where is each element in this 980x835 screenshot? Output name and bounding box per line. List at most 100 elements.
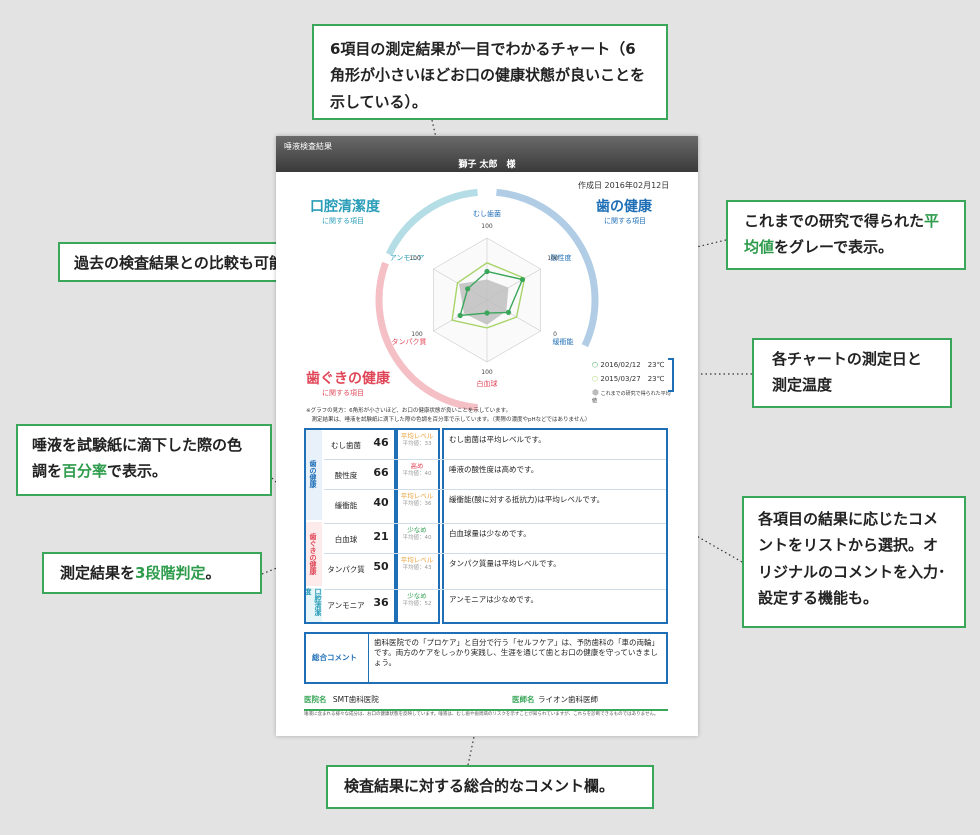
legend-date-2: 2015/03/27 23℃ [600, 375, 665, 383]
callout-percent-text: 唾液を試験紙に滴下した際の色調を [32, 436, 243, 481]
row-level-average: 平均値：33 [402, 441, 432, 448]
callout-percent: 唾液を試験紙に滴下した際の色調を百分率で表示。 [16, 424, 272, 496]
row-divider [324, 523, 666, 524]
axis-label: 白血球 [477, 379, 498, 388]
row-value: 21 [373, 530, 389, 543]
row-divider [324, 553, 666, 554]
category-teeth: 歯の健康 [309, 460, 317, 488]
callout-comment-select: 各項目の結果に応じたコメントをリストから選択。オリジナルのコメントを入力･設定す… [742, 496, 966, 628]
chart-note-1: ※グラフの見方：6角形が小さいほど、お口の健康状態が良いことを示しています。 [306, 408, 512, 414]
series-point [505, 309, 512, 315]
callout-comment-select-text: 各項目の結果に応じたコメントをリストから選択。オリジナルのコメントを入力･設定す… [758, 510, 946, 607]
summary-text: 歯科医院での「プロケア」と自分で行う「セルフケア」は、予防歯科の「車の両輪」です… [374, 638, 659, 668]
row-item-label: タンパク質 [327, 565, 365, 574]
row-value: 46 [373, 436, 389, 449]
row-item-label: 白血球 [334, 535, 358, 544]
callout-overall-text: 検査結果に対する総合的なコメント欄。 [344, 777, 615, 795]
arc-teeth [496, 188, 599, 348]
report-sheet: 唾液検査結果 獅子 太郎 様 作成日 2016年02月12日 口腔清潔度 に関す… [276, 136, 698, 736]
arc-oral-clean [385, 188, 478, 256]
series-point [484, 268, 490, 275]
cat-bg-clean [304, 588, 322, 622]
row-level-average: 平均値：40 [402, 471, 432, 478]
row-level-average: 平均値：36 [402, 501, 432, 508]
row-comment: アンモニアは少なめです。 [449, 595, 538, 604]
row-item-label: 緩衝能 [334, 501, 358, 510]
cat-bg-gums [304, 522, 322, 586]
row-comment: むし歯菌は平均レベルです。 [449, 435, 546, 444]
row-comment: タンパク質量は平均レベルです。 [449, 559, 561, 568]
row-level-text: 少なめ [407, 592, 427, 600]
callout-chart-text: 6項目の測定結果が一目でわかるチャート（6角形が小さいほどお口の健康状態が良いこ… [330, 40, 646, 111]
axis-tick: 100 [409, 255, 421, 262]
row-value: 66 [373, 466, 389, 479]
callout-chart: 6項目の測定結果が一目でわかるチャート（6角形が小さいほどお口の健康状態が良いこ… [312, 24, 668, 120]
axis-label: むし歯菌 [473, 209, 501, 218]
row-item-label: 酸性度 [334, 471, 358, 480]
frame-levels [396, 428, 440, 624]
callout-past-text: 過去の検査結果との比較も可能。 [74, 254, 299, 272]
arc-gums [375, 261, 478, 412]
row-level-text: 平均レベル [400, 432, 434, 440]
axis-tick: 100 [411, 331, 423, 338]
legend-bracket [668, 358, 674, 392]
row-divider [324, 589, 666, 590]
legend-item-avg: ⬢ これまでの研究で得られた平均値 [592, 388, 671, 404]
axis-label: タンパク質 [392, 337, 427, 346]
axis-tick: 100 [481, 223, 493, 230]
sheet-title: 唾液検査結果 [284, 142, 332, 151]
series-point [519, 276, 526, 283]
axis-tick: 0 [553, 331, 557, 338]
row-value: 40 [373, 496, 389, 509]
sheet-header: 唾液検査結果 獅子 太郎 様 [276, 136, 698, 172]
row-level-text: 少なめ [407, 526, 427, 534]
legend-item-2: ⬡ 2015/03/27 23℃ [592, 375, 665, 383]
callout-average-text: これまでの研究で得られた [744, 212, 925, 230]
row-level-average: 平均値：43 [402, 565, 432, 572]
callout-average: これまでの研究で得られた平均値をグレーで表示。 [726, 200, 966, 270]
section-teeth: 歯の健康 [596, 199, 652, 215]
row-comment: 唾液の酸性度は高めです。 [449, 465, 539, 474]
cat-bg-teeth [304, 428, 322, 520]
section-teeth-sub: に関する項目 [604, 217, 646, 225]
callout-percent-suffix: で表示。 [107, 462, 168, 481]
callout-dates-text: 各チャートの測定日と測定温度 [772, 350, 922, 395]
row-item-label: アンモニア [327, 601, 365, 610]
row-level-text: 高め [410, 462, 424, 470]
callout-overall: 検査結果に対する総合的なコメント欄。 [326, 765, 654, 809]
row-item-label: むし歯菌 [331, 441, 361, 450]
disclaimer: 唾液に含まれる様々な成分は、お口の健康状態を反映しています。唾液は、むし歯や歯周… [304, 712, 659, 717]
summary-box: 総合コメント 歯科医院での「プロケア」と自分で行う「セルフケア」は、予防歯科の「… [304, 632, 668, 684]
row-value: 50 [373, 560, 389, 573]
row-level-text: 平均レベル [400, 556, 434, 564]
axis-label: アンモニア [390, 254, 425, 262]
axis-tick: 100 [481, 369, 493, 376]
frame-comments [442, 428, 668, 624]
section-gums-sub: に関する項目 [322, 389, 364, 397]
series-point [484, 310, 490, 316]
frame-values [304, 428, 396, 624]
legend-date-1: 2016/02/12 23℃ [600, 361, 665, 369]
summary-label: 総合コメント [312, 653, 357, 662]
row-level: 平均レベル平均値：33 [396, 432, 438, 449]
row-level: 少なめ平均値：52 [396, 592, 438, 609]
section-oral-clean: 口腔清潔度 [310, 199, 380, 215]
axis-tick: 100 [547, 255, 559, 262]
row-divider [324, 489, 666, 490]
callout-percent-highlight: 百分率 [62, 462, 108, 481]
category-oral-clean: 口腔清潔度 [304, 588, 322, 616]
chart-note-2: 測定結果は、唾液を試験紙に滴下した際の色調を百分率で示しています。（実際の濃度や… [306, 417, 591, 423]
callout-stage-suffix: 。 [205, 564, 221, 582]
axis-label: 酸性度 [551, 253, 572, 262]
callout-average-highlight: 平均値 [744, 212, 940, 257]
callout-stage: 測定結果を3段階判定。 [42, 552, 262, 594]
row-level-average: 平均値：52 [402, 601, 432, 608]
row-level: 平均レベル平均値：36 [396, 492, 438, 509]
axis-label: 緩衝能 [553, 337, 574, 346]
series-point [465, 286, 471, 292]
row-comment: 緩衝能(酸に対する抵抗力)は平均レベルです。 [449, 495, 605, 504]
clinic-label: 医院名 [304, 695, 327, 704]
callout-stage-highlight: 3段階判定 [135, 564, 206, 582]
category-gums: 歯ぐきの健康 [309, 533, 317, 575]
